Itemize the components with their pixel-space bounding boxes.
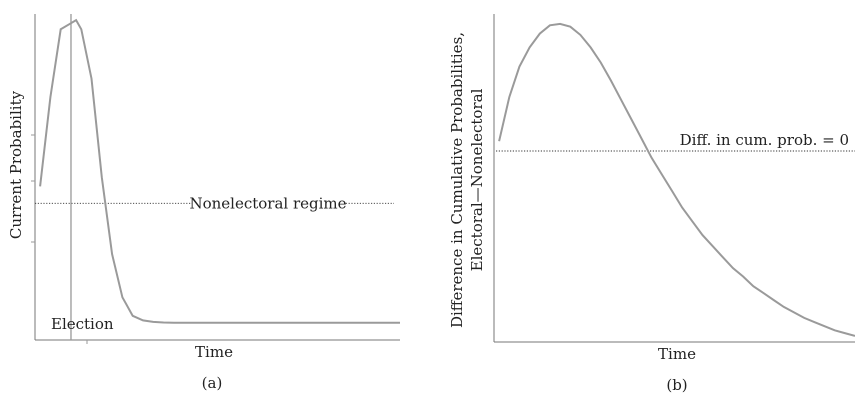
election-label: Election: [51, 315, 114, 333]
nonelectoral-regime-label-bg: [192, 194, 344, 213]
panel-a-series-line: [39, 18, 400, 324]
panel-b-y-label-line1: Difference in Cumulative Probabilities,: [448, 32, 466, 328]
zero-difference-label: Diff. in cum. prob. = 0: [680, 131, 849, 149]
panel-b: Diff. in cum. prob. = 0 Difference in Cu…: [448, 14, 855, 394]
panel-b-y-label-line2: Electoral—Nonelectoral: [468, 88, 486, 271]
panel-b-series-line: [498, 22, 855, 337]
panel-a-x-label: Time: [195, 343, 233, 361]
panel-a-caption: (a): [202, 374, 223, 392]
panel-b-x-label: Time: [658, 345, 696, 363]
panel-a: Nonelectoral regime Election Current Pro…: [7, 14, 400, 392]
panel-a-y-label: Current Probability: [7, 90, 25, 239]
panel-b-caption: (b): [666, 376, 687, 394]
nonelectoral-regime-label: Nonelectoral regime: [189, 194, 346, 212]
